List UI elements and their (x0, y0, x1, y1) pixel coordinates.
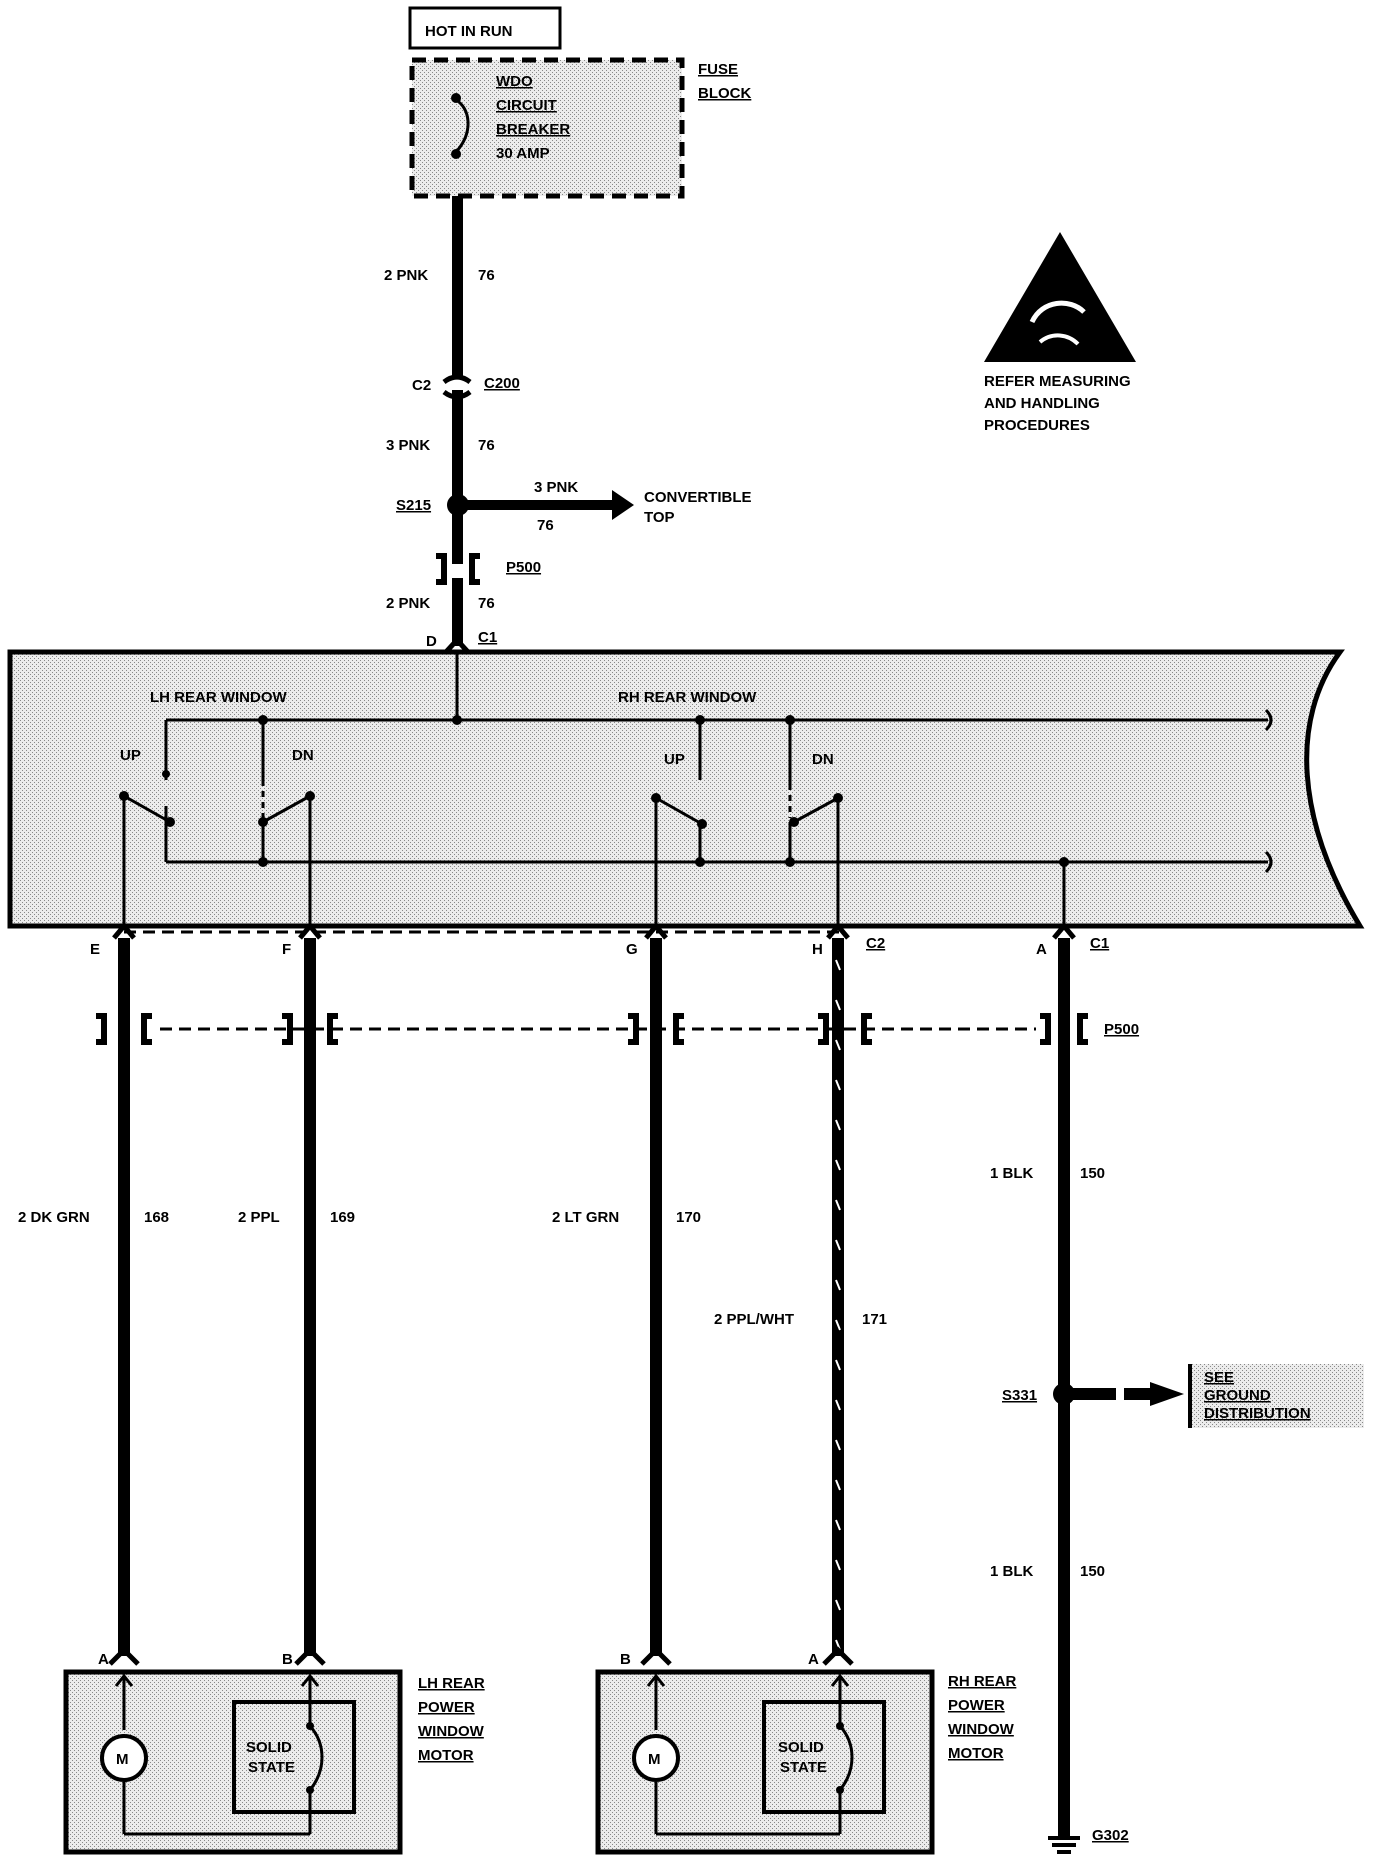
feed-seg3-circuit: 76 (478, 595, 495, 612)
p500-row-label: P500 (1104, 1021, 1139, 1038)
rh-solid-state-2: STATE (780, 1759, 827, 1776)
output-connectors: E F G H C2 A C1 P500 (90, 922, 1139, 1045)
wire-150-circuit: 150 (1080, 1165, 1105, 1182)
feed-c1-label: C1 (478, 629, 497, 646)
breaker-label-1: WDO (496, 73, 533, 90)
rh-motor-name-4: MOTOR (948, 1745, 1004, 1762)
fuse-block-label-2: BLOCK (698, 85, 751, 102)
feed-seg1-wire: 2 PNK (384, 267, 428, 284)
feed-seg1-circuit: 76 (478, 267, 495, 284)
c200-pin: C2 (412, 377, 431, 394)
wire-168-circuit: 168 (144, 1209, 169, 1226)
rh-motor-pin-a: A (808, 1651, 819, 1668)
esd-line-3: PROCEDURES (984, 417, 1090, 434)
pin-f: F (282, 941, 291, 958)
pin-a: A (1036, 941, 1047, 958)
lh-motor-pin-a: A (98, 1651, 109, 1668)
wire-171-circuit: 171 (862, 1311, 887, 1328)
lh-motor-symbol (100, 1734, 148, 1782)
lh-motor-name-4: MOTOR (418, 1747, 474, 1764)
pin-g: G (626, 941, 638, 958)
branch-wire: 3 PNK (534, 479, 578, 496)
hot-in-run-box: HOT IN RUN (408, 6, 562, 50)
lh-dn-label: DN (292, 747, 314, 764)
c200-connector (442, 374, 472, 400)
rh-rear-power-window-motor: B A M SOLID STATE RH REAR POWER WINDOW M… (595, 1646, 1017, 1855)
feed-wire: 2 PNK 76 C2 C200 3 PNK 76 S215 3 PNK 76 … (384, 196, 752, 654)
feed-seg2-wire: 3 PNK (386, 437, 430, 454)
wire-171-color: 2 PPL/WHT (714, 1311, 794, 1328)
rh-motor-name-1: RH REAR (948, 1673, 1017, 1690)
c200-label: C200 (484, 375, 520, 392)
output-wires: 2 DK GRN 168 2 PPL 169 2 LT GRN 170 2 PP… (18, 938, 1105, 1836)
see-ground-3: DISTRIBUTION (1204, 1405, 1311, 1422)
lh-solid-state-1: SOLID (246, 1739, 292, 1756)
rh-motor-symbol (632, 1734, 680, 1782)
g302-ground-icon (1048, 1836, 1080, 1854)
wire-170-color: 2 LT GRN (552, 1209, 619, 1226)
lh-rear-power-window-motor: A B M SOLID STATE LH REAR POWER WINDOW M… (63, 1646, 485, 1855)
rh-motor-name-2: POWER (948, 1697, 1005, 1714)
branch-dest-2: TOP (644, 509, 675, 526)
esd-line-2: AND HANDLING (984, 395, 1100, 412)
lh-solid-state-2: STATE (248, 1759, 295, 1776)
rh-motor-name-3: WINDOW (948, 1721, 1015, 1738)
ground-lower-wire: 1 BLK (990, 1563, 1034, 1580)
rh-solid-state-1: SOLID (778, 1739, 824, 1756)
rh-motor-m: M (648, 1751, 661, 1768)
rh-dn-label: DN (812, 751, 834, 768)
wire-169-circuit: 169 (330, 1209, 355, 1226)
esd-line-1: REFER MEASURING (984, 373, 1131, 390)
lh-motor-name-2: POWER (418, 1699, 475, 1716)
feed-c1-pin: D (426, 633, 437, 650)
wire-168-color: 2 DK GRN (18, 1209, 90, 1226)
lh-motor-pin-b: B (282, 1651, 293, 1668)
c1-label: C1 (1090, 935, 1109, 952)
s215-label: S215 (396, 497, 431, 514)
hot-in-run-label: HOT IN RUN (425, 23, 513, 40)
breaker-label-4: 30 AMP (496, 145, 550, 162)
s215-splice (447, 494, 469, 516)
lh-motor-name-1: LH REAR (418, 1675, 485, 1692)
lh-motor-name-3: WINDOW (418, 1723, 485, 1740)
g302-label: G302 (1092, 1827, 1129, 1844)
feed-seg3-wire: 2 PNK (386, 595, 430, 612)
esd-warning: REFER MEASURING AND HANDLING PROCEDURES (984, 232, 1136, 434)
fuse-block-label-1: FUSE (698, 61, 738, 78)
see-ground-1: SEE (1204, 1369, 1234, 1386)
feed-c1-pin-icon (444, 636, 470, 654)
branch-circuit: 76 (537, 517, 554, 534)
rh-up-label: UP (664, 751, 685, 768)
ground-path: S331 SEE GROUND DISTRIBUTION 1 BLK 150 G… (990, 1364, 1364, 1854)
convertible-top-arrow (612, 490, 634, 520)
lh-rear-window-label: LH REAR WINDOW (150, 689, 287, 706)
ground-lower-circuit: 150 (1080, 1563, 1105, 1580)
lh-up-label: UP (120, 747, 141, 764)
circuit-breaker-symbol (454, 98, 470, 154)
pin-h: H (812, 941, 823, 958)
breaker-label-3: BREAKER (496, 121, 570, 138)
s331-label: S331 (1002, 1387, 1037, 1404)
wire-150-color: 1 BLK (990, 1165, 1034, 1182)
rh-rear-window-label: RH REAR WINDOW (618, 689, 757, 706)
c2-label: C2 (866, 935, 885, 952)
feed-p500-connector (436, 553, 480, 585)
window-switch-assembly: LH REAR WINDOW RH REAR WINDOW UP DN UP D… (7, 649, 1365, 929)
fuse-block: WDO CIRCUIT BREAKER 30 AMP FUSE BLOCK (409, 57, 751, 199)
rh-motor-pin-b: B (620, 1651, 631, 1668)
feed-p500-label: P500 (506, 559, 541, 576)
wire-170-circuit: 170 (676, 1209, 701, 1226)
branch-dest-1: CONVERTIBLE (644, 489, 752, 506)
wire-169-color: 2 PPL (238, 1209, 280, 1226)
pin-e: E (90, 941, 100, 958)
feed-seg2-circuit: 76 (478, 437, 495, 454)
see-ground-2: GROUND (1204, 1387, 1271, 1404)
lh-motor-m: M (116, 1751, 129, 1768)
s331-splice (1053, 1383, 1075, 1405)
esd-warning-icon (984, 232, 1136, 362)
breaker-label-2: CIRCUIT (496, 97, 557, 114)
